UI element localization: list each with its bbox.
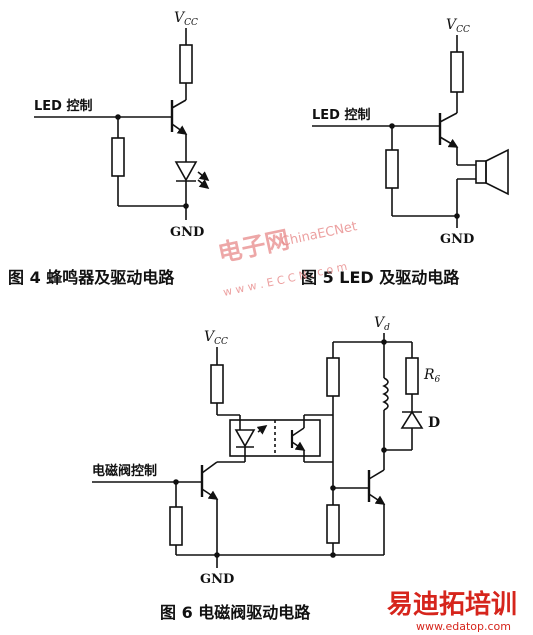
fig6-vd-label: Vd [374,315,390,333]
fig4-transistor [170,99,188,135]
fig5-speaker [475,148,509,196]
fig6-r6-label: R6 [423,367,441,385]
fig5-gnd-label: GND [440,232,474,247]
watermark-en: ChinaECNet [280,219,359,250]
corner-watermark: 易迪拓培训 www.edatop.com [387,590,517,633]
fig6-diode-label: D [428,415,440,431]
fig4-led [174,161,210,189]
fig5-transistor [438,112,459,148]
fig6-vcc-label: VCC [204,329,228,347]
fig4-gnd-label: GND [170,225,204,240]
watermark-cn: 电子网 [215,226,291,268]
fig6-resistor-pullup [326,357,340,397]
figure4-circuit [34,28,210,220]
fig5-resistor-vcc [450,51,464,93]
fig6-resistor-vcc [210,364,224,404]
fig6-resistor-r6 [405,357,419,395]
fig6-diode [400,410,424,429]
fig5-resistor-base [385,149,399,189]
fig6-optocoupler [229,419,321,457]
fig6-transistor-right [367,469,386,505]
fig6-caption: 图 6 电磁阀驱动电路 [160,603,311,622]
fig4-resistor-base [111,137,125,177]
fig6-resistor-base [169,506,183,546]
fig4-input-label: LED 控制 [34,98,92,114]
fig4-caption: 图 4 蜂鸣器及驱动电路 [8,268,175,287]
watermark-corner-url: www.edatop.com [416,620,511,633]
fig5-input-label: LED 控制 [312,107,370,123]
fig6-resistor-emitter [326,504,340,544]
fig4-vcc-label: VCC [174,10,198,28]
fig6-solenoid-coil [382,342,389,450]
watermark-corner-cn: 易迪拓培训 [387,590,517,620]
fig5-vcc-label: VCC [446,17,470,35]
figure5-circuit [312,35,509,228]
fig4-resistor-vcc [179,44,193,84]
fig6-transistor-left [200,461,219,500]
fig5-caption: 图 5 LED 及驱动电路 [301,268,460,287]
figure6-circuit [92,333,424,568]
fig6-gnd-label: GND [200,572,234,587]
fig6-input-label: 电磁阀控制 [92,463,157,479]
